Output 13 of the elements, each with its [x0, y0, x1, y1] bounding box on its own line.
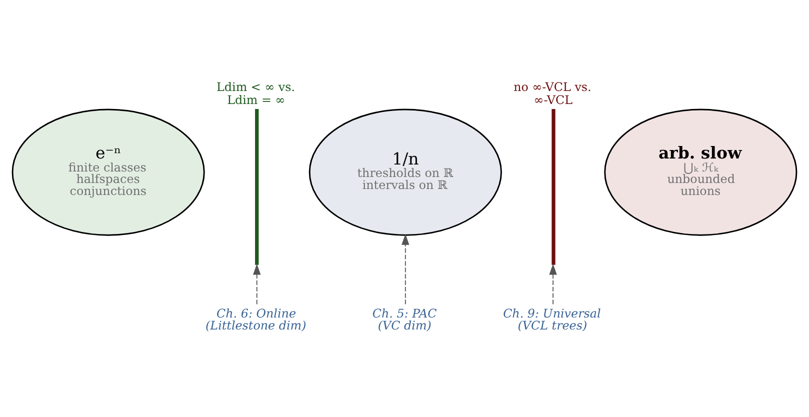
node-ellipse: 1/n thresholds on ℝ intervals on ℝ	[308, 108, 502, 236]
node-text: Ch. 6: Online (Littlestone dim)	[206, 306, 306, 332]
arrow	[253, 264, 261, 305]
node-ellipse: arb. slow ⋃ₖ ℋₖ unbounded unions	[604, 108, 798, 236]
node-bar	[255, 109, 259, 265]
node-label: no ∞-VCL vs. ∞-VCL	[514, 80, 592, 107]
node-ellipse: e⁻ⁿ finite classes halfspaces conjunctions	[12, 108, 205, 236]
node-text: Ch. 5: PAC (VC dim)	[372, 306, 437, 332]
node-text: Ch. 9: Universal (VCL trees)	[503, 306, 601, 332]
node-bar	[552, 109, 556, 265]
arrow	[549, 264, 557, 305]
arrow	[402, 234, 410, 305]
node-label: Ldim < ∞ vs. Ldim = ∞	[216, 80, 296, 107]
